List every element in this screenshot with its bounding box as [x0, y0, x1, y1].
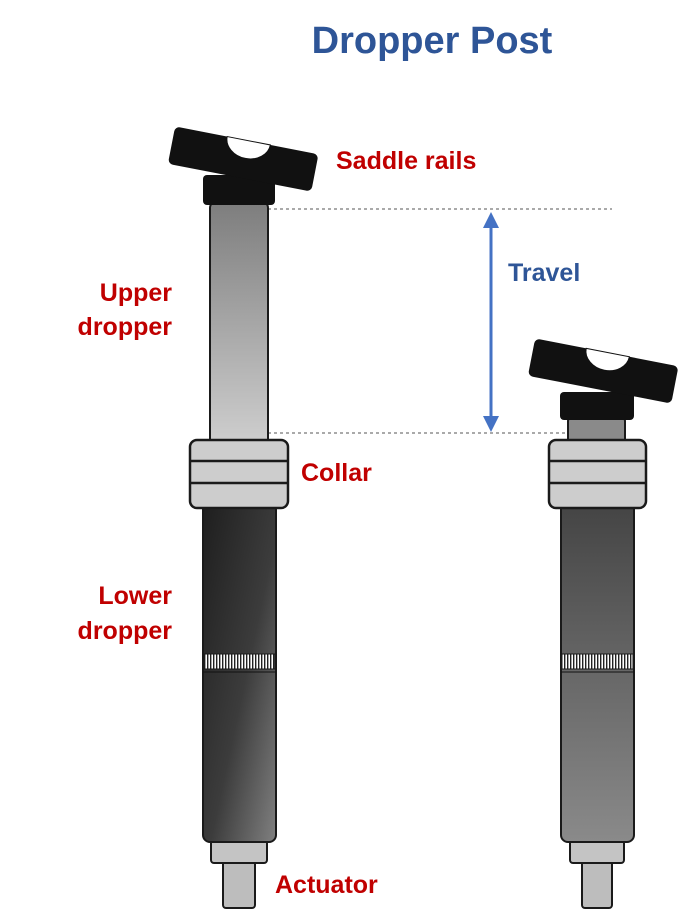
knurled-band-right: [561, 653, 634, 670]
upper-dropper-label-line2: dropper: [78, 313, 173, 341]
lower-dropper-label-line1: Lower: [98, 582, 172, 610]
travel-arrow: [483, 212, 499, 432]
dropper-post-compressed: [528, 339, 678, 909]
dropper-post-extended: [168, 127, 318, 909]
saddle-clamp-left: [168, 127, 318, 205]
page-title: Dropper Post: [312, 20, 553, 62]
travel-label: Travel: [508, 259, 580, 287]
actuator-label: Actuator: [275, 871, 378, 899]
lower-dropper-label-line2: dropper: [78, 617, 173, 645]
actuator-right: [581, 859, 613, 909]
saddle-clamp-right: [528, 339, 678, 420]
collar-left: [188, 438, 290, 510]
saddle-rails-label: Saddle rails: [336, 147, 476, 175]
upper-dropper-left: [209, 200, 269, 447]
knurled-band-left: [203, 653, 276, 670]
upper-dropper-label-line1: Upper: [100, 279, 173, 307]
collar-label: Collar: [301, 459, 372, 487]
actuator-left: [222, 859, 256, 909]
collar-right: [547, 438, 648, 510]
